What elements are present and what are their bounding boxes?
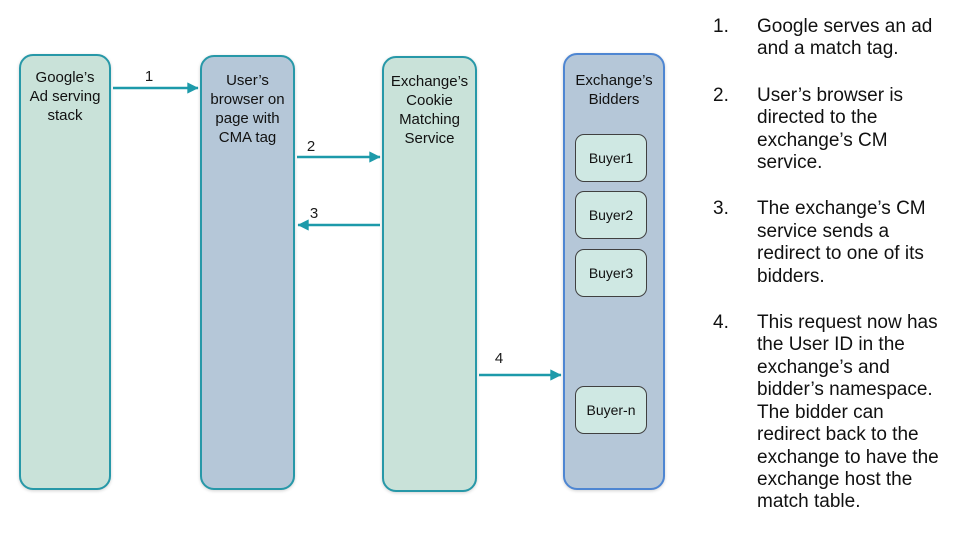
step-item-4: 4. This request now has the User ID in t… [713,312,955,514]
node-label: User’s browser on page with CMA tag [210,72,285,146]
step-item-1: 1. Google serves an ad and a match tag. [713,16,955,61]
step-number: 1. [713,16,729,37]
node-label: Google’s Ad serving stack [29,69,101,124]
buyer-box-n: Buyer-n [575,386,647,434]
step-number: 4. [713,312,729,334]
node-exchange-bidders: Exchange’s Bidders Buyer1 Buyer2 Buyer3 … [563,53,665,490]
steps-list: 1. Google serves an ad and a match tag. … [713,16,955,538]
step-number: 2. [713,84,729,106]
buyer-box-2: Buyer2 [575,191,647,239]
arrow-label-2: 2 [306,138,316,155]
step-text: This request now has the User ID in the … [757,312,939,513]
node-label: Exchange’s Bidders [575,72,653,108]
node-cookie-matching-service: Exchange’s Cookie Matching Service [382,56,477,492]
step-number: 3. [713,198,729,220]
step-text: The exchange’s CM service sends a redire… [757,198,926,287]
buyer-box-3: Buyer3 [575,249,647,297]
step-text: Google serves an ad and a match tag. [757,16,933,60]
step-item-3: 3. The exchange’s CM service sends a red… [713,198,955,288]
step-text: User’s browser is directed to the exchan… [757,84,904,174]
arrow-label-3: 3 [309,205,319,222]
arrow-label-1: 1 [144,68,154,85]
node-user-browser: User’s browser on page with CMA tag [200,55,295,490]
arrow-label-4: 4 [494,350,504,367]
step-item-2: 2. User’s browser is directed to the exc… [713,85,955,175]
buyer-box-1: Buyer1 [575,134,647,182]
node-google-ad-serving-stack: Google’s Ad serving stack [19,54,111,490]
node-label: Exchange’s Cookie Matching Service [390,73,469,147]
